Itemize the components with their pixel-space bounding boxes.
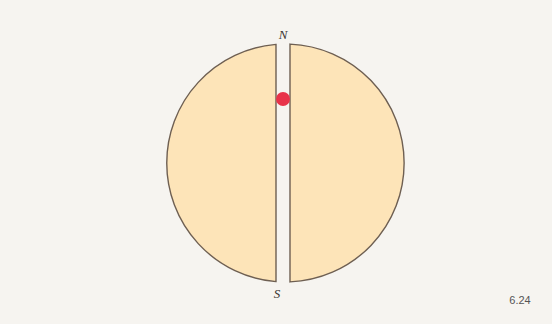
right-hemisphere [290,44,404,282]
left-hemisphere [167,44,276,281]
pole-label: N [279,28,288,41]
falling-ball [276,92,290,106]
figure-number: 6.24 [509,295,530,306]
pole-label: S [274,287,281,300]
